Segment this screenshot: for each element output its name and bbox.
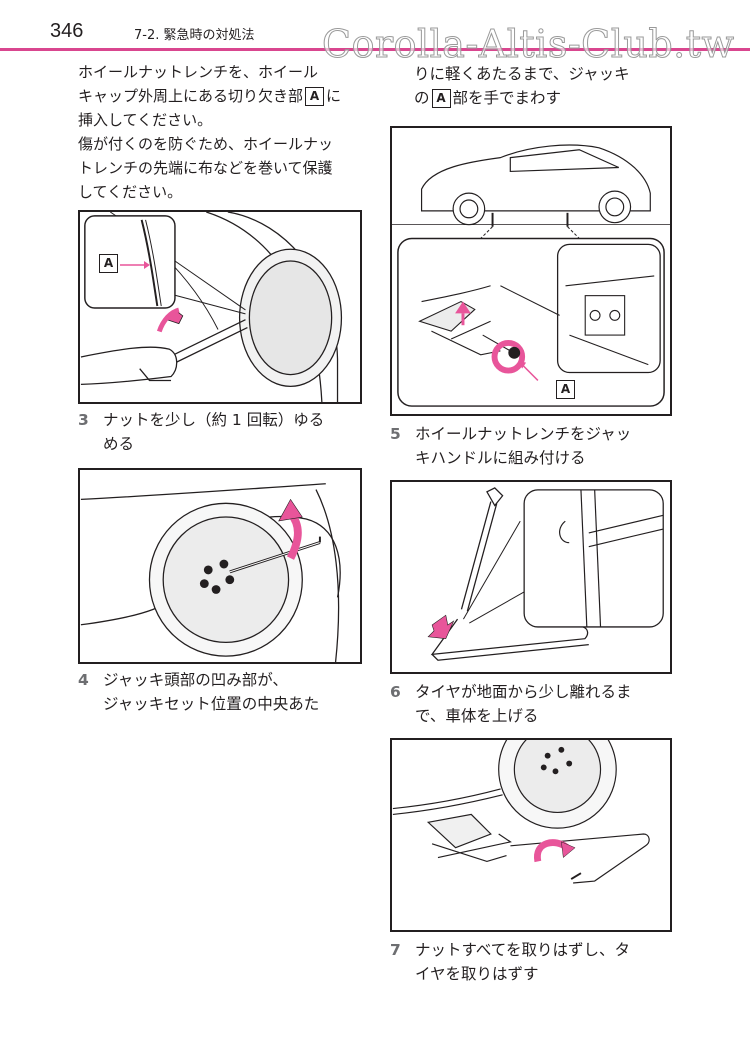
- step-7: 7 ナットすべてを取りはずし、タ イヤを取りはずす: [390, 938, 630, 986]
- callout-a-label: A: [556, 380, 575, 399]
- step-text: ジャッキ頭部の凹み部が、: [103, 671, 288, 689]
- step-text: ジャッキセット位置の中央あた: [103, 695, 320, 713]
- raise-vehicle-illustration: [392, 740, 650, 884]
- step-text: ナットすべてを取りはずし、タ: [415, 941, 630, 959]
- callout-arrow-icon: [120, 261, 150, 269]
- continuation-text: の: [414, 89, 430, 107]
- step-5: 5 ホイールナットレンチをジャッ キハンドルに組み付ける: [390, 422, 631, 470]
- step-6: 6 タイヤが地面から少し離れるま で、車体を上げる: [390, 680, 632, 728]
- figure-loosen-nuts: [78, 468, 362, 664]
- intro-line: ホイールナットレンチを、ホイール: [78, 63, 319, 81]
- ref-a-box: A: [305, 87, 325, 106]
- intro-note-line: 傷が付くのを防ぐため、ホイールナッ: [78, 135, 334, 153]
- chapter-title: 7-2. 緊急時の対処法: [134, 28, 255, 43]
- callout-a-label: A: [99, 254, 118, 273]
- jack-position-illustration: [392, 144, 670, 407]
- step-text: ホイールナットレンチをジャッ: [415, 425, 632, 443]
- step-text: タイヤが地面から少し離れるま: [415, 683, 632, 701]
- step-text: ナットを少し（約 1 回転）ゆる: [103, 411, 325, 429]
- step-3: 3 ナットを少し（約 1 回転）ゆる める: [78, 408, 324, 456]
- intro-note-line: してください。: [78, 183, 183, 201]
- step-4: 4 ジャッキ頭部の凹み部が、 ジャッキセット位置の中央あた: [78, 668, 319, 716]
- step-number: 4: [78, 671, 89, 689]
- figure-raise-vehicle: [390, 738, 672, 932]
- step-text: める: [103, 435, 135, 453]
- loosen-nuts-illustration: [80, 483, 341, 662]
- intro-line-text: キャップ外周上にある切り欠き部: [78, 87, 304, 105]
- figure-assemble-handle: [390, 480, 672, 674]
- intro-note-line: トレンチの先端に布などを巻いて保護: [78, 159, 333, 177]
- step-number: 3: [78, 411, 89, 429]
- continuation-line: りに軽くあたるまで、ジャッキ: [414, 65, 630, 83]
- figure-jack-position: A: [390, 126, 672, 416]
- figure-wrench-insert: A: [78, 210, 362, 404]
- step-number: 5: [390, 425, 401, 443]
- intro-line: 挿入してください。: [78, 111, 213, 129]
- wrench-insert-illustration: [80, 212, 343, 402]
- assemble-handle-illustration: [427, 487, 664, 661]
- step-number: 6: [390, 683, 401, 701]
- continuation-text: 部を手でまわす: [452, 89, 562, 107]
- step-number: 7: [390, 941, 401, 959]
- ref-a-box: A: [431, 89, 451, 108]
- page-number: 346: [50, 20, 84, 42]
- watermark-text: Corolla-Altis-Club.tw: [322, 22, 735, 67]
- intro-line-text: に: [326, 87, 342, 105]
- step-text: イヤを取りはずす: [415, 965, 539, 983]
- header-rule: [0, 48, 750, 51]
- step-text: で、車体を上げる: [415, 707, 539, 725]
- step-text: キハンドルに組み付ける: [415, 449, 586, 467]
